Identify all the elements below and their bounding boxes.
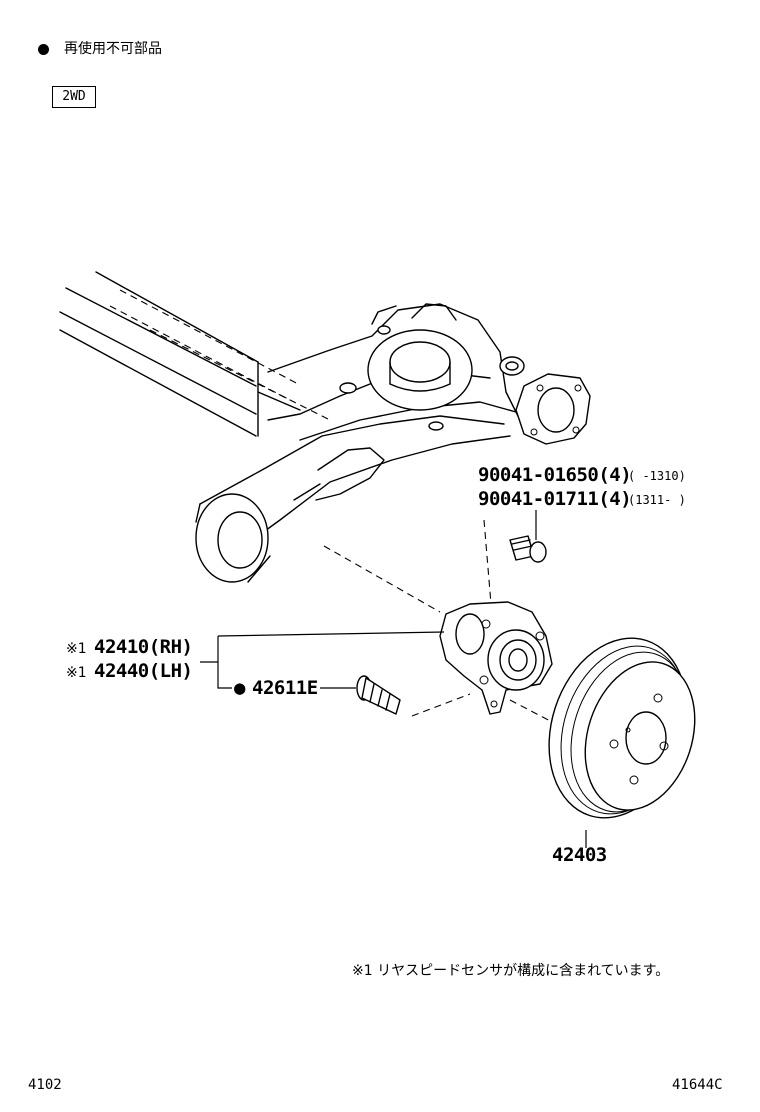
- hub-assembly-icon: [439, 601, 553, 715]
- footer-left-code: 4102: [28, 1077, 62, 1093]
- legend-text: 再使用不可部品: [64, 41, 162, 57]
- note-mark-rh: ※1: [66, 641, 87, 657]
- part-number-hub-rh: 42410(RH): [94, 636, 193, 658]
- trailing-arm: [195, 303, 591, 583]
- non-reusable-bullet-icon: ●: [234, 677, 245, 699]
- brake-drum-icon: [548, 637, 696, 819]
- non-reusable-part-bullet-icon: [38, 44, 49, 55]
- part-number-hub-lh: 42440(LH): [94, 660, 193, 682]
- hub-bolt-icon: [356, 675, 401, 715]
- part-number-hub-bolt: 42611E: [252, 677, 318, 699]
- footer-right-code: 41644C: [672, 1077, 723, 1093]
- variant-badge: 2WD: [52, 86, 96, 108]
- axle-beam: [59, 271, 331, 437]
- bolt-icon: [509, 535, 547, 563]
- part-range-bolt-b: (1311- ): [628, 493, 686, 507]
- note-mark-lh: ※1: [66, 665, 87, 681]
- footnote: ※1 リヤスピードセンサが構成に含まれています。: [352, 963, 670, 979]
- part-number-bolt-a: 90041-01650(4): [478, 464, 632, 486]
- part-number-bolt-b: 90041-01711(4): [478, 488, 632, 510]
- part-number-brake-drum: 42403: [552, 844, 607, 866]
- part-range-bolt-a: ( -1310): [628, 469, 686, 483]
